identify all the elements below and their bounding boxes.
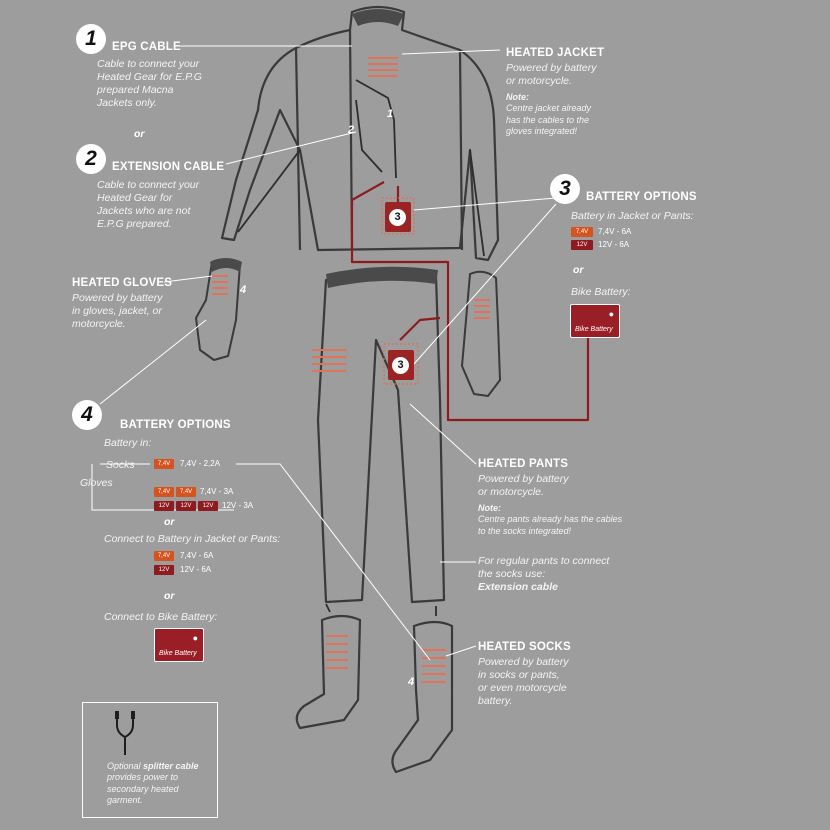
socks-outline	[295, 614, 454, 774]
heated-gloves-title: HEATED GLOVES	[72, 277, 173, 289]
power-cables	[350, 181, 590, 422]
jacket-battery-zone	[381, 197, 415, 235]
connect-74v-icon: 7,4V	[154, 551, 174, 561]
gloves-label: Gloves	[80, 477, 113, 489]
socks-battery-icon: 7,4V	[154, 459, 174, 469]
connect-74v-spec: 7,4V - 6A	[180, 551, 214, 560]
battery-options-4-or-2: or	[164, 590, 175, 602]
connect-bike-label: Connect to Bike Battery:	[104, 611, 218, 623]
bike-battery-icon: ● Bike Battery	[570, 304, 620, 338]
battery-74v-spec: 7,4V - 6A	[598, 227, 632, 236]
battery-options-4-title: BATTERY OPTIONS	[120, 419, 231, 431]
heated-pants-note: Note: Centre pants already has the cable…	[478, 503, 623, 536]
gloves-12v-icon-2: 12V	[176, 501, 196, 511]
battery-12v-icon: 12V	[571, 240, 593, 250]
marker-socks: 4	[408, 676, 415, 688]
connect-12v-icon: 12V	[154, 565, 174, 575]
socks-label: Socks	[106, 459, 135, 471]
extension-cable-title: EXTENSION CABLE	[112, 161, 225, 173]
gloves-12v-spec: 12V - 3A	[222, 501, 254, 510]
jacket-collar	[352, 9, 404, 26]
splitter-cable-desc: Optional splitter cable provides power t…	[107, 761, 199, 805]
splitter-cable-box: Optional splitter cable provides power t…	[82, 702, 218, 818]
connect-jacket-label: Connect to Battery in Jacket or Pants:	[104, 533, 281, 545]
extension-number-badge: 2	[76, 144, 106, 174]
leader-lines	[91, 45, 557, 661]
jacket-battery-icon: 3	[385, 202, 411, 232]
connect-12v-spec: 12V - 6A	[180, 565, 212, 574]
battery-74v-icon: 7,4V	[571, 227, 593, 237]
gloves-12v-icon: 12V	[154, 501, 174, 511]
motorcycle-icon: ●	[608, 309, 614, 319]
splitter-cable-icon	[115, 711, 135, 755]
epg-number-badge: 1	[76, 24, 106, 54]
heated-pants-title: HEATED PANTS	[478, 458, 569, 470]
epg-cable-title: EPG CABLE	[112, 41, 181, 53]
marker-gloves: 4	[240, 284, 247, 296]
pants-battery-icon: 3	[388, 350, 414, 380]
socks-battery-spec: 7,4V - 2,2A	[180, 459, 221, 468]
battery-options-3-subtitle: Battery in Jacket or Pants:	[571, 210, 694, 222]
pants-outline	[316, 271, 446, 604]
heated-jacket-title: HEATED JACKET	[506, 47, 605, 59]
battery-in-label: Battery in:	[104, 437, 152, 449]
heated-socks-title: HEATED SOCKS	[478, 641, 571, 653]
gloves-12v-icon-3: 12V	[198, 501, 218, 511]
battery-options-4-badge: 4	[72, 400, 102, 430]
jacket-internal-cables	[237, 79, 485, 616]
gloves-74v-spec: 7,4V - 3A	[200, 487, 234, 496]
heating-elements	[212, 57, 490, 683]
battery-options-4-or: or	[164, 516, 175, 528]
or-separator: or	[134, 128, 145, 140]
battery-12v-spec: 12V - 6A	[598, 240, 630, 249]
gloves-74v-icon-2: 7,4V	[176, 487, 196, 497]
battery-options-3-title: BATTERY OPTIONS	[586, 191, 697, 203]
pants-battery-zone	[383, 343, 419, 385]
marker-epg: 1	[387, 108, 394, 120]
battery-options-3-or: or	[573, 264, 584, 276]
gloves-74v-icon: 7,4V	[154, 487, 174, 497]
battery-options-3-badge: 3	[550, 174, 580, 204]
bike-battery-icon-2: ● Bike Battery	[154, 628, 204, 662]
bike-battery-label: Bike Battery:	[571, 286, 631, 298]
marker-extension: 2	[348, 124, 355, 136]
motorcycle-icon: ●	[192, 633, 198, 643]
pants-waistband	[326, 266, 438, 288]
